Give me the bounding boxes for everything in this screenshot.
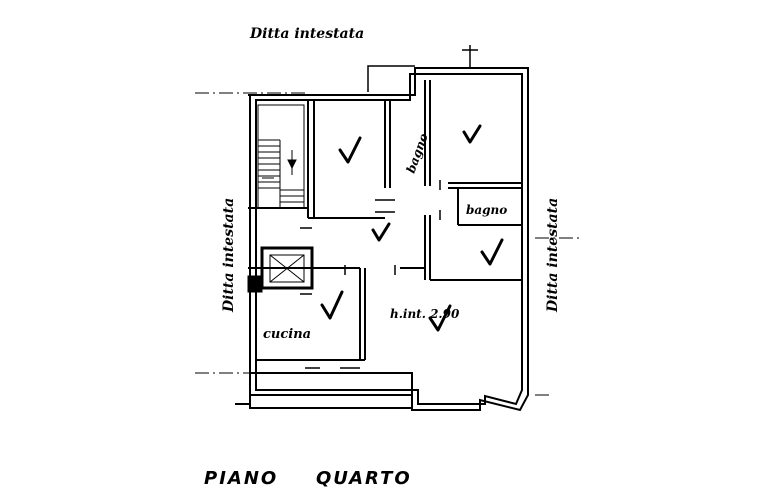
floor-title-piano: PIANO [204, 468, 278, 489]
neighbor-label-right: Ditta intestata [545, 198, 561, 313]
check-mark-icon [428, 304, 452, 332]
property-lines [195, 92, 580, 396]
check-mark-icon [320, 290, 344, 320]
check-mark-icon [462, 124, 482, 144]
interior-walls [248, 80, 522, 361]
neighbor-label-left: Ditta intestata [221, 198, 237, 313]
outer-walls [248, 67, 529, 412]
ceiling-height-label: h.int. 2.90 [390, 307, 460, 321]
check-mark-icon [338, 136, 362, 164]
floor-title-quarto: QUARTO [316, 468, 412, 489]
neighbor-label-top: Ditta intestata [249, 26, 364, 42]
check-mark-icon [371, 222, 391, 242]
elevator [247, 246, 314, 293]
bath-label-2: bagno [466, 203, 507, 217]
bath-label-1: bagno [404, 131, 431, 175]
staircase [257, 104, 305, 209]
top-balcony [367, 45, 478, 92]
room-checkmarks [320, 124, 504, 332]
check-mark-icon [480, 238, 504, 266]
kitchen-label: cucina [263, 327, 311, 342]
bottom-balcony [235, 372, 413, 409]
door-marks [300, 90, 441, 369]
